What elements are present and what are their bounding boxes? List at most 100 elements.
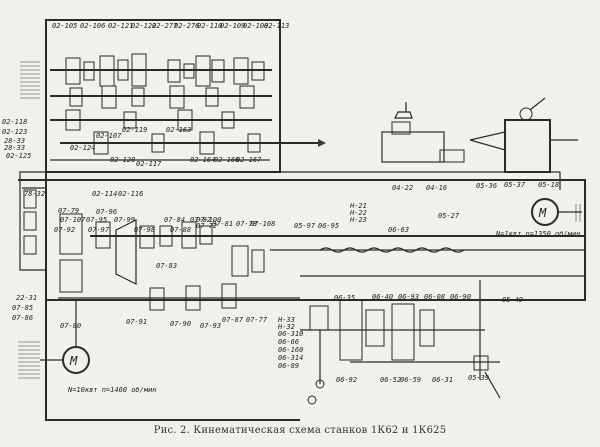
part-label: 06-52 (380, 376, 401, 384)
feed-gearbox (22, 187, 300, 311)
main-motor: M N=10квт n=1460 об/мин (40, 300, 157, 394)
part-label: 05-18 (538, 181, 559, 189)
part-label: 07-87 (222, 316, 244, 324)
part-label: 07-77 (246, 316, 268, 324)
part-label: 02-109 (220, 22, 245, 30)
part-label: 02-277 (152, 22, 178, 30)
part-label: 02-107 (96, 132, 122, 140)
part-label: 07-98 (134, 226, 155, 234)
feed-motor-rating: N=1квт n=1350 об/мин (495, 230, 580, 238)
part-label: 02-105 (52, 22, 77, 30)
part-label: 05-27 (438, 212, 460, 220)
part-label: 06-95 (318, 222, 339, 230)
part-label: 07-82 (190, 216, 211, 224)
tailstock (469, 97, 578, 173)
part-label: 07-97 (88, 226, 110, 234)
part-label: 06-160 (278, 346, 303, 354)
part-label: 07-80 (60, 322, 81, 330)
feed-shafts (90, 235, 585, 277)
part-label: 07-90 (170, 320, 191, 328)
part-label: 07-86 (12, 314, 33, 322)
part-label: 07-99 (114, 216, 135, 224)
part-label: 07-84 (164, 216, 185, 224)
part-label: 06-31 (432, 376, 453, 384)
part-label: 05-39 (468, 374, 489, 382)
part-label: 07-88 (170, 226, 191, 234)
part-label: 02-108 (243, 22, 268, 30)
part-label: 07-95 (86, 216, 107, 224)
part-label: H-23 (349, 216, 367, 224)
part-label: 07-96 (96, 208, 117, 216)
headstock-shafts (50, 69, 326, 161)
part-label: 02-119 (122, 126, 147, 134)
part-label: 28-33 (4, 137, 25, 145)
feed-motor: M N=1квт n=1350 об/мин (495, 198, 582, 238)
part-label: 06-90 (450, 293, 471, 301)
part-label: H-21 (349, 202, 367, 210)
apron-outline (18, 171, 586, 421)
shaft-stubs-left (18, 61, 40, 379)
main-motor-rating: N=10квт n=1460 об/мин (67, 386, 157, 394)
part-label: 06-92 (336, 376, 357, 384)
part-label: 02-110 (197, 22, 222, 30)
part-label: 07-92 (54, 226, 75, 234)
part-label: 07-83 (156, 262, 177, 270)
part-label: 02-163 (166, 126, 191, 134)
part-label: 06-08 (424, 293, 445, 301)
part-label: 07-78 (236, 220, 257, 228)
part-label: 02-117 (136, 160, 162, 168)
part-label: 06-89 (278, 362, 299, 370)
tool-post (381, 102, 465, 163)
part-label: 02-120 (110, 156, 135, 164)
part-label: H-32 (277, 323, 295, 331)
part-label: 02-124 (70, 144, 95, 152)
part-label: 06-40 (372, 293, 393, 301)
main-motor-symbol: M (69, 354, 78, 368)
part-label: 02-125 (6, 152, 31, 160)
part-label: 02-113 (264, 22, 289, 30)
part-label: 07-93 (200, 322, 221, 330)
part-label: 78-32 (24, 190, 45, 198)
headstock-gears (65, 53, 265, 155)
part-label: 07-108 (250, 220, 275, 228)
part-label: 07-100 (196, 216, 221, 224)
part-label: 02-167 (236, 156, 262, 164)
apron-mechanism (300, 280, 501, 405)
part-label: 02-114 (92, 190, 117, 198)
part-label: 22-31 (16, 294, 37, 302)
part-label: 04-22 (392, 184, 413, 192)
part-label: 02-121 (108, 22, 133, 30)
part-label: 06-66 (278, 338, 299, 346)
part-label: 28-33 (4, 144, 25, 152)
feed-motor-symbol: M (538, 206, 547, 220)
part-label: 02-116 (118, 190, 143, 198)
part-label: H-22 (349, 209, 367, 217)
part-label: 06-35 (334, 294, 355, 302)
part-label: 07-81 (212, 220, 233, 228)
part-label: 02-122 (131, 22, 156, 30)
part-label: 05-49 (502, 296, 523, 304)
part-label: 07-85 (12, 304, 33, 312)
part-label: 07-107 (60, 216, 86, 224)
figure-caption: Рис. 2. Кинематическая схема станков 1К6… (153, 425, 447, 436)
part-label: 05-97 (294, 222, 316, 230)
part-label: 02-164 (190, 156, 215, 164)
part-label: H-33 (277, 316, 295, 324)
part-label: 02-123 (2, 128, 27, 136)
part-label: 07-79 (58, 207, 79, 215)
part-label: 02-276 (174, 22, 199, 30)
part-label: 06-63 (388, 226, 409, 234)
part-label: 07-91 (126, 318, 147, 326)
part-label: 06-59 (400, 376, 421, 384)
part-label: 06-310 (278, 330, 303, 338)
part-label: 06-314 (278, 354, 303, 362)
part-label: 04-16 (426, 184, 447, 192)
part-label: 05-37 (504, 181, 526, 189)
part-label: 02-106 (80, 22, 105, 30)
part-label: 07-72 (196, 222, 217, 230)
part-label: 06-93 (398, 293, 419, 301)
part-label: 02-118 (2, 118, 27, 126)
part-label: 05-36 (476, 182, 497, 190)
